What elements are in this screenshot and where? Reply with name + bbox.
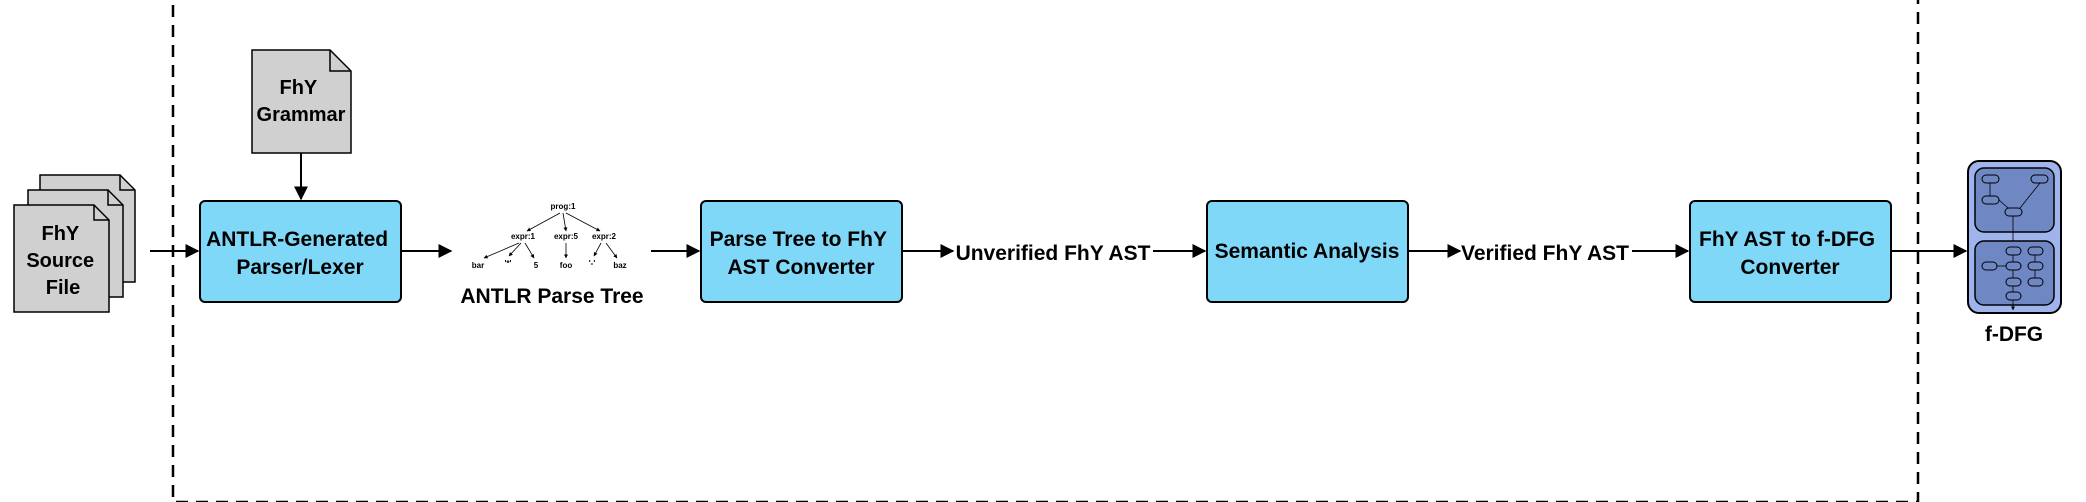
unverified-ast-label: Unverified FhY AST <box>956 242 1151 265</box>
parse-tree-caption: ANTLR Parse Tree <box>460 285 643 308</box>
tree-child-3: expr:2 <box>592 232 617 241</box>
tree-leaf-1: bar <box>472 261 484 270</box>
svg-text:FhY Grammar: FhY Grammar <box>257 77 346 126</box>
parser-lexer-box <box>199 200 402 303</box>
source-file-label-3: File <box>46 277 80 299</box>
tree-leaf-4: foo <box>560 261 573 270</box>
compiler-boundary <box>171 0 1920 502</box>
tree-leaf-5: '-' <box>589 259 596 268</box>
tree-leaf-3: 5 <box>534 261 539 270</box>
verified-ast-label: Verified FhY AST <box>1461 242 1629 265</box>
converter2-label-1: FhY AST to f-DFG <box>1699 228 1875 251</box>
svg-text:FhY AST to f-DFG Converter: FhY AST to f-DFG Converter <box>1699 228 1881 279</box>
fdfg-graph-icon <box>1967 160 2062 314</box>
semantic-label: Semantic Analysis <box>1215 240 1400 263</box>
fdfg-converter-box <box>1689 200 1892 303</box>
parse-tree-graphic: prog:1 expr:1 expr:5 expr:2 bar '*' 5 fo… <box>472 202 627 270</box>
source-file-stack-icon <box>13 174 136 313</box>
source-file-label-1: FhY <box>42 223 80 245</box>
svg-text:Semantic Analysis: Semantic Analysis <box>1215 240 1400 263</box>
svg-text:ANTLR-Generated Parser/Lex: ANTLR-Generated Parser/Lexer <box>206 228 394 279</box>
grammar-document-icon <box>251 49 352 154</box>
tree-leaf-6: baz <box>613 261 626 270</box>
converter2-label-2: Converter <box>1740 256 1839 279</box>
parser-label-2: Parser/Lexer <box>236 256 363 279</box>
svg-text:Parse Tree to FhY AST Conv: Parse Tree to FhY AST Converter <box>710 228 893 279</box>
tree-leaf-2: '*' <box>505 259 512 268</box>
grammar-label-1: FhY <box>280 77 318 99</box>
source-file-label-2: Source <box>26 250 94 272</box>
tree-child-2: expr:5 <box>554 232 579 241</box>
parser-label-1: ANTLR-Generated <box>206 228 388 251</box>
svg-text:FhY Source File: FhY Source File <box>26 223 99 299</box>
grammar-label-2: Grammar <box>257 104 346 126</box>
converter1-label-1: Parse Tree to FhY <box>710 228 887 251</box>
fdfg-label: f-DFG <box>1985 323 2043 346</box>
tree-root: prog:1 <box>551 202 576 211</box>
parse-tree-converter-box <box>700 200 903 303</box>
converter1-label-2: AST Converter <box>727 256 874 279</box>
tree-child-1: expr:1 <box>511 232 536 241</box>
